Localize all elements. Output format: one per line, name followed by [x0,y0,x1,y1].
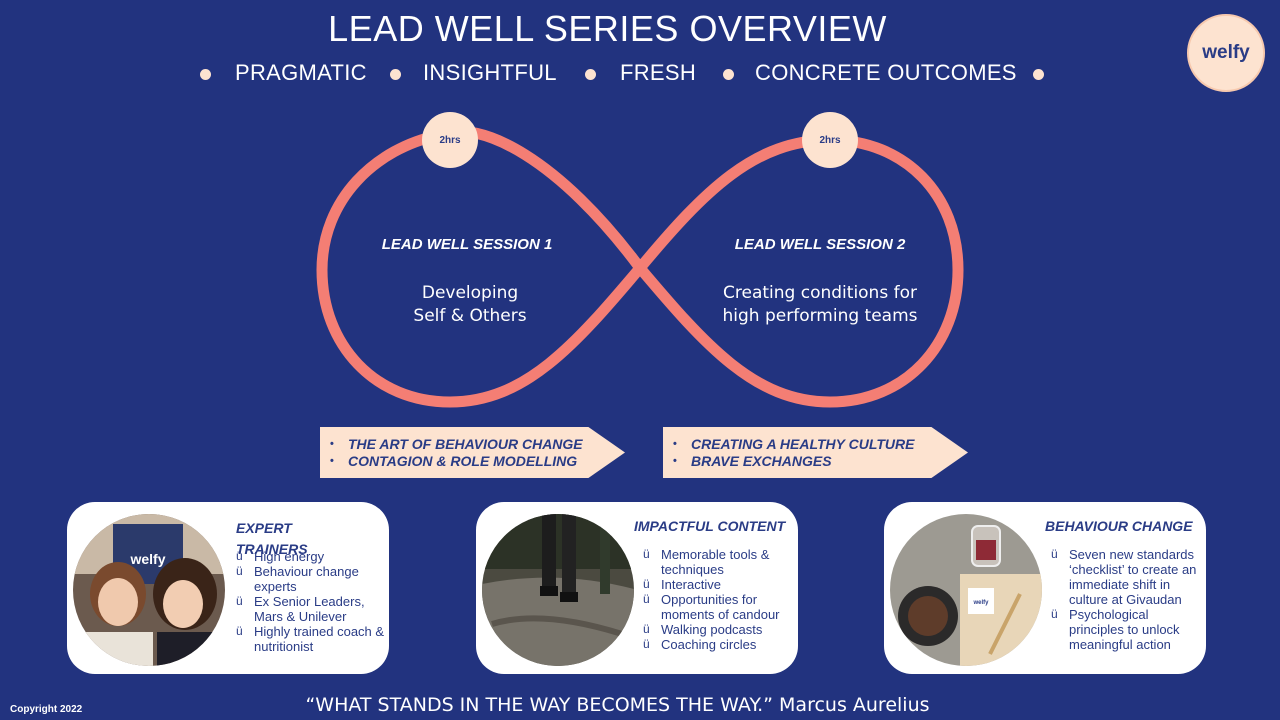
topic-label: CONTAGION & ROLE MODELLING [348,452,578,469]
session-1-topics-arrow: • THE ART OF BEHAVIOUR CHANGE • CONTAGION … [320,427,625,478]
bullet-icon: • [673,437,677,450]
welfy-logo: welfy [1187,14,1265,92]
check-icon: ü [643,622,650,636]
session-1-line-2: Self & Others [413,306,527,326]
check-icon: ü [236,624,243,638]
topic-label: BRAVE EXCHANGES [691,452,832,469]
check-icon: ü [1051,607,1058,621]
bullet-icon: • [330,454,334,467]
footer-quote: “WHAT STANDS IN THE WAY BECOMES THE WAY.… [305,694,930,716]
copyright-notice: Copyright 2022 [10,704,83,715]
photo-card-text: welfy [972,600,989,606]
session-2-line-2: high performing teams [722,306,918,326]
check-icon: ü [236,564,243,578]
title-line: EXPERT [236,520,292,536]
session-1-line-1: Developing [421,283,519,303]
title-line: TRAINERS [236,541,308,557]
trainers-photo: welfy [73,514,225,666]
session-1-duration-badge: 2hrs [422,112,478,168]
check-icon: ü [236,594,243,608]
check-icon: ü [643,592,650,606]
behaviour-change-title: BEHAVIOUR CHANGE [1045,518,1193,534]
page-title: LEAD WELL SERIES OVERVIEW [328,8,887,49]
pillar-insightful: INSIGHTFUL [423,60,557,85]
check-icon: ü [1051,547,1058,561]
pillar-fresh: FRESH [620,60,697,85]
session-2-line-1: Creating conditions for [723,283,917,303]
session-2-duration-badge: 2hrs [802,112,858,168]
checklist-photo: welfy [890,514,1042,666]
check-icon: ü [236,549,243,563]
pillars-row: PRAGMATIC INSIGHTFUL FRESH CONCRETE OUTC… [0,60,1280,90]
bullet-dot [1033,69,1044,80]
walking-photo [482,514,634,666]
session-1-description: Developing Self & Others [370,282,570,328]
check-icon: ü [643,637,650,651]
session-2-description: Creating conditions for high performing … [705,282,935,328]
check-icon: ü [643,577,650,591]
topic-item: • CONTAGION & ROLE MODELLING [330,452,625,469]
expert-trainers-title: EXPERT TRAINERS [236,518,308,560]
topic-item: • CREATING A HEALTHY CULTURE [673,435,968,452]
topic-label: CREATING A HEALTHY CULTURE [691,435,915,452]
pillar-pragmatic: PRAGMATIC [235,60,367,85]
topic-label: THE ART OF BEHAVIOUR CHANGE [348,435,583,452]
bullet-icon: • [330,437,334,450]
topic-item: • THE ART OF BEHAVIOUR CHANGE [330,435,625,452]
impactful-content-title: IMPACTFUL CONTENT [634,518,786,534]
bullet-icon: • [673,454,677,467]
bullet-dot [585,69,596,80]
photo-sign-text: welfy [129,551,165,567]
session-1-title: LEAD WELL SESSION 1 [381,236,553,253]
session-2-title: LEAD WELL SESSION 2 [734,236,906,253]
bullet-dot [200,69,211,80]
bullet-dot [390,69,401,80]
bullet-dot [723,69,734,80]
session-2-topics-arrow: • CREATING A HEALTHY CULTURE • BRAVE EXCHA… [663,427,968,478]
pillar-concrete-outcomes: CONCRETE OUTCOMES [755,60,1017,85]
topic-item: • BRAVE EXCHANGES [673,452,968,469]
infinity-loop-path [316,125,964,408]
check-icon: ü [643,547,650,561]
